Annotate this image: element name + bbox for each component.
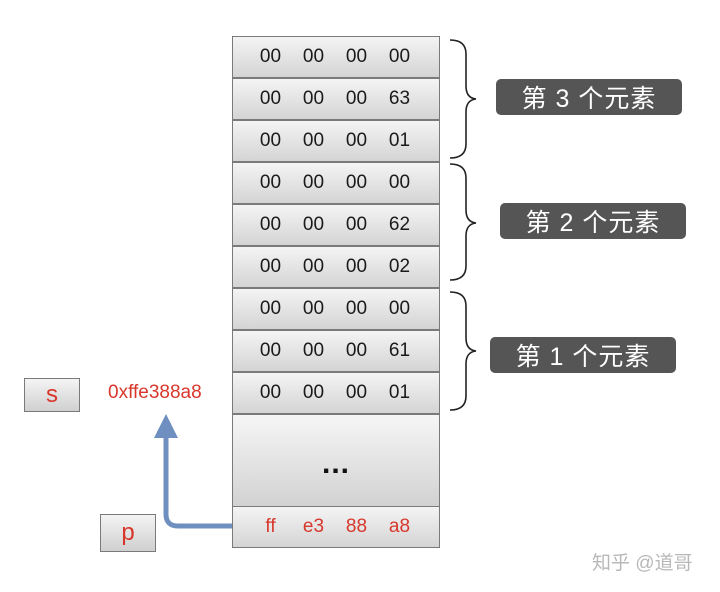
byte: 01: [388, 382, 411, 403]
byte: 00: [302, 340, 325, 361]
byte: 00: [259, 256, 282, 277]
byte: 00: [345, 256, 368, 277]
byte: e3: [302, 516, 325, 537]
byte: ff: [265, 516, 276, 537]
byte: 00: [345, 214, 368, 235]
label-element-1: 第 1 个元素: [490, 337, 676, 373]
byte: 01: [388, 130, 411, 151]
label-element-3: 第 3 个元素: [496, 79, 682, 115]
memory-row-8: 00 00 00 61: [232, 330, 440, 372]
byte: 00: [345, 46, 368, 67]
byte: 00: [388, 46, 411, 67]
memory-row-7: 00 00 00 00: [232, 288, 440, 330]
brace-element-1: [449, 291, 477, 411]
byte: 00: [388, 172, 411, 193]
byte: 00: [302, 130, 325, 151]
memory-row-3: 00 00 00 01: [232, 120, 440, 162]
byte: 00: [259, 130, 282, 151]
byte: 00: [345, 340, 368, 361]
byte: a8: [388, 516, 411, 537]
byte: 00: [345, 382, 368, 403]
byte: 00: [302, 256, 325, 277]
byte: 00: [302, 46, 325, 67]
byte: 88: [345, 516, 368, 537]
brace-element-2: [449, 163, 477, 281]
memory-row-1: 00 00 00 00: [232, 36, 440, 78]
byte: 00: [302, 382, 325, 403]
pointer-p-cell: ff e3 88 a8: [232, 506, 440, 548]
variable-s-box: s: [24, 378, 80, 412]
byte: 00: [345, 172, 368, 193]
label-element-2: 第 2 个元素: [500, 203, 686, 239]
byte: 00: [345, 88, 368, 109]
byte: 00: [259, 46, 282, 67]
memory-row-4: 00 00 00 00: [232, 162, 440, 204]
byte: 00: [302, 88, 325, 109]
byte: 00: [259, 382, 282, 403]
byte: 00: [388, 298, 411, 319]
pointer-arrow: [163, 434, 232, 529]
byte: 00: [259, 340, 282, 361]
watermark: 知乎 @道哥: [592, 553, 693, 574]
byte: 00: [345, 298, 368, 319]
memory-row-9: 00 00 00 01: [232, 372, 440, 414]
memory-row-5: 00 00 00 62: [232, 204, 440, 246]
byte: 63: [388, 88, 411, 109]
byte: 00: [345, 130, 368, 151]
byte: 00: [302, 172, 325, 193]
byte: 62: [388, 214, 411, 235]
arrow-head: [154, 414, 178, 438]
byte: 00: [259, 172, 282, 193]
byte: 61: [388, 340, 411, 361]
byte: 00: [302, 214, 325, 235]
byte: 02: [388, 256, 411, 277]
address-label: 0xffe388a8: [108, 382, 202, 403]
memory-row-2: 00 00 00 63: [232, 78, 440, 120]
byte: 00: [259, 88, 282, 109]
byte: 00: [302, 298, 325, 319]
byte: 00: [259, 298, 282, 319]
byte: 00: [259, 214, 282, 235]
brace-element-3: [449, 39, 477, 159]
variable-p-box: p: [100, 514, 156, 552]
memory-row-6: 00 00 00 02: [232, 246, 440, 288]
